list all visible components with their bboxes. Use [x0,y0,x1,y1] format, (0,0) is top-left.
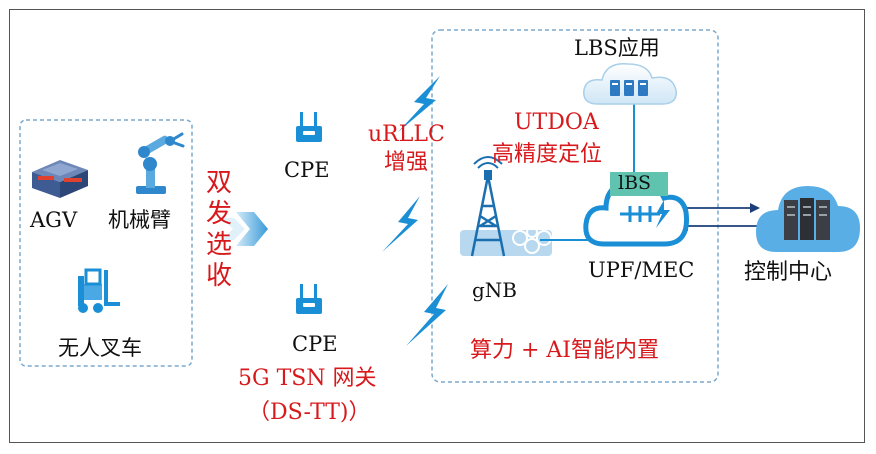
robot-arm-icon [136,132,185,194]
control-center-icon [756,186,860,252]
forklift-label: 无人叉车 [58,336,142,360]
robot-arm-label: 机械臂 [108,208,171,232]
network-group-box [431,29,719,383]
high-precision-label: 高精度定位 [492,142,603,167]
control-center-label: 控制中心 [744,260,833,285]
wireless-link-icon [382,196,420,252]
gnb-label: gNB [472,278,517,302]
cpe-top-label: CPE [284,158,330,182]
upf-mec-cloud-icon [583,172,690,247]
ds-tt-label: （DS-TT)） [248,400,371,425]
agv-label: AGV [30,208,78,232]
urllc-label: uRLLC [368,122,445,147]
cpe-bottom-icon [296,284,322,314]
upf-mec-label: UPF/MEC [588,258,695,282]
lbs-tag: lBS [618,172,652,194]
dual-select-arrow [222,212,268,246]
dual-select-label: 双发选收 [205,168,232,291]
cpe-top-icon [296,112,322,142]
lbs-app-label: LBS应用 [574,36,660,60]
agv-icon [32,160,88,198]
figure-frame [9,9,865,443]
compute-label: 算力 + AI智能内置 [470,338,659,363]
wireless-link-icon [398,76,440,132]
wireless-link-icon [406,284,448,346]
urllc-enhance-label: 增强 [384,150,429,175]
arrow-right-icon [750,203,760,213]
gnb-tower-icon [460,156,552,257]
tsn-gateway-label: 5G TSN 网关 [238,366,377,391]
cpe-bottom-label: CPE [292,332,338,356]
device-group-box [19,119,193,367]
lbs-cloud-icon [583,63,677,105]
forklift-icon [78,268,120,313]
utdoa-label: UTDOA [514,110,599,135]
